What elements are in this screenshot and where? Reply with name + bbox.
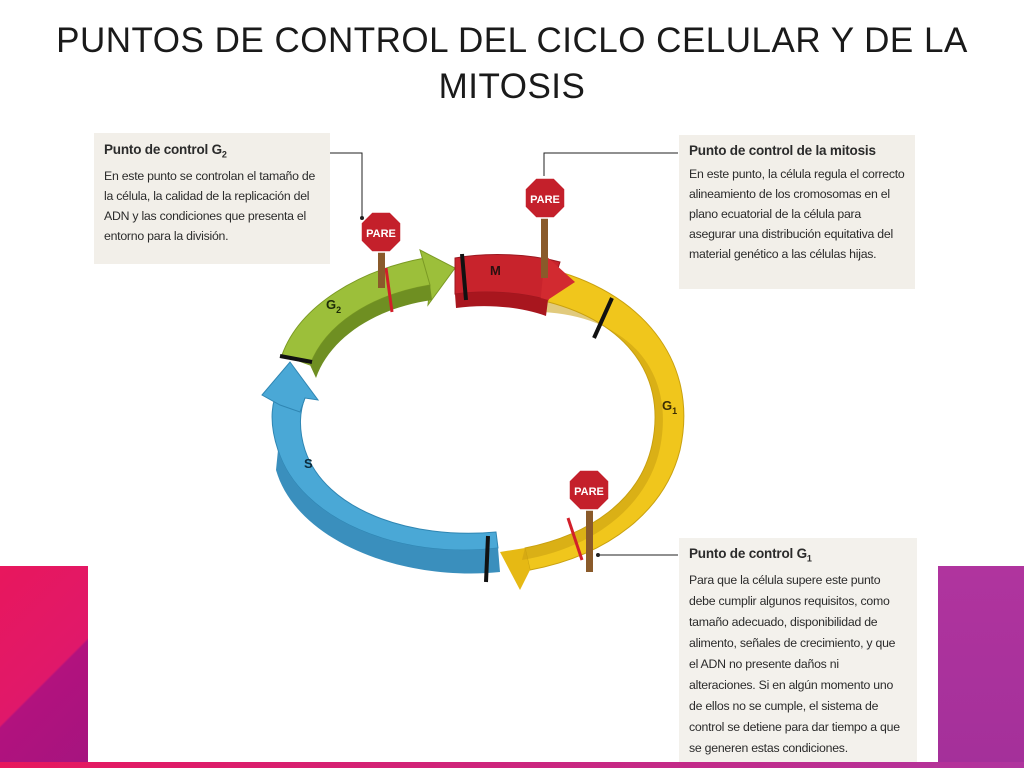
checkpoint-mark [384, 267, 394, 313]
phase-s-side [276, 450, 500, 574]
callout-heading: Punto de control de la mitosis [689, 143, 876, 158]
callout-checkpoint-g1: Punto de control G1 Para que la célula s… [679, 538, 917, 762]
stop-sign-label: PARE [366, 228, 396, 240]
leader-dot [360, 216, 364, 220]
phase-g2-side [310, 285, 432, 378]
phase-m-arrowhead [540, 255, 575, 305]
decor-bottom-line [0, 762, 1024, 768]
callout-text: Para que la célula supere este punto deb… [689, 572, 900, 755]
phase-s-arrowhead [261, 361, 320, 413]
boundary-line [484, 535, 490, 583]
phase-label-m: M [490, 263, 501, 278]
decor-band-left [0, 566, 88, 768]
callout-checkpoint-mitosis: Punto de control de la mitosis En este p… [679, 135, 915, 289]
callout-checkpoint-g2: Punto de control G2 En este punto se con… [94, 133, 330, 264]
callout-text: En este punto se controlan el tamaño de … [104, 168, 316, 243]
boundary-line [460, 253, 468, 301]
phase-g2-arrowhead [419, 249, 456, 307]
boundary-line [279, 354, 313, 364]
stop-sign-g1: PARE [568, 469, 610, 572]
callout-text: En este punto, la célula regula el corre… [689, 167, 905, 261]
phase-m-side [455, 292, 548, 316]
decor-band-right [938, 566, 1024, 768]
stop-sign-label: PARE [574, 486, 604, 498]
phase-label-g2: G2 [326, 297, 341, 315]
phase-label-s: S [304, 456, 313, 471]
leader-dot [596, 553, 600, 557]
stop-sign-g2: PARE [360, 211, 402, 288]
leader-line-mitosis [543, 152, 678, 176]
callout-heading: Punto de control G2 [104, 142, 227, 160]
phase-g2-segment [281, 257, 431, 366]
stop-sign-label: PARE [530, 194, 560, 206]
callout-heading: Punto de control G1 [689, 546, 812, 564]
stop-sign-mitosis: PARE [524, 177, 566, 278]
checkpoint-mark [566, 517, 584, 561]
page-title: PUNTOS DE CONTROL DEL CICLO CELULAR Y DE… [56, 21, 968, 106]
cycle-ring [261, 249, 685, 590]
phase-g1-side [522, 300, 663, 560]
phase-label-g1: G1 [662, 398, 677, 416]
boundary-line [592, 297, 614, 339]
